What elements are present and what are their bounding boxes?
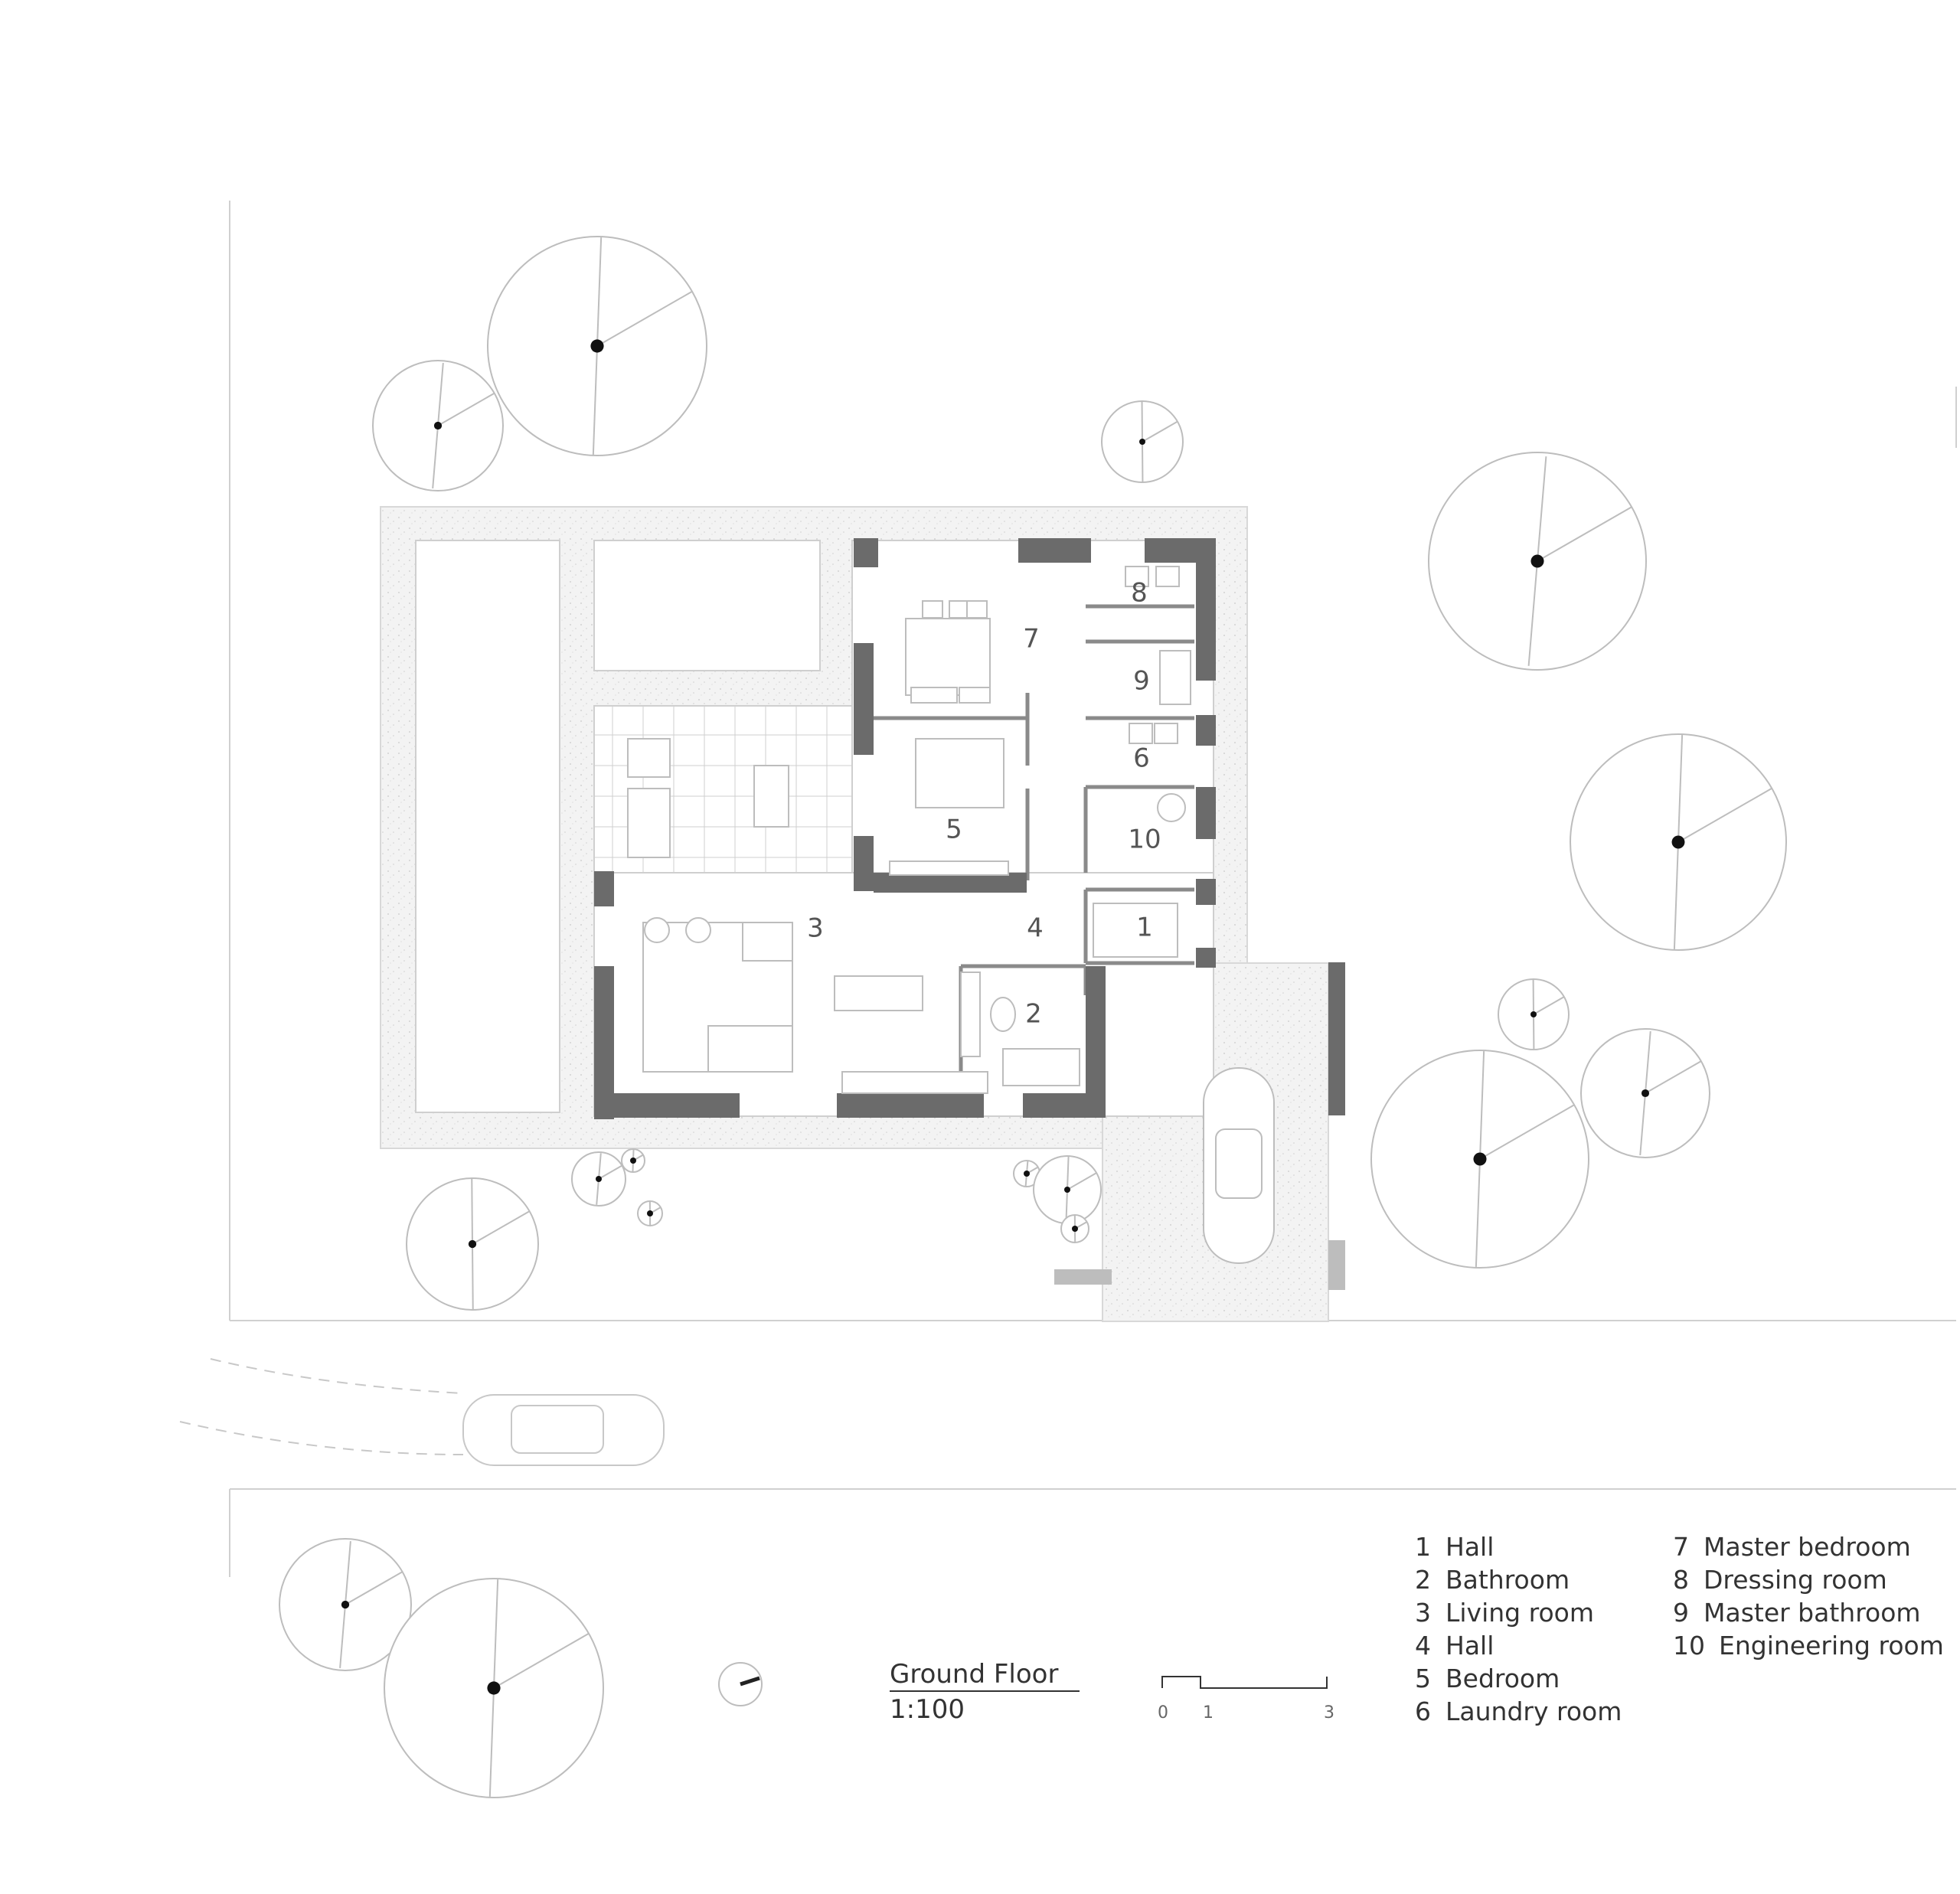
furniture <box>627 566 1191 1094</box>
legend-label-5: Bedroom <box>1446 1664 1560 1693</box>
garden-beds <box>415 540 821 1113</box>
tree-icon <box>1570 733 1787 951</box>
car-driveway <box>1203 1067 1275 1264</box>
legend-number-1: 1 <box>1415 1532 1431 1562</box>
legend-label-7: Master bedroom <box>1704 1532 1911 1562</box>
tree-icon <box>1033 1155 1102 1224</box>
room-number-6: 6 <box>1133 743 1150 774</box>
legend-number-5: 5 <box>1415 1664 1431 1693</box>
room-number-8: 8 <box>1131 578 1148 609</box>
tree-icon <box>406 1177 539 1311</box>
legend-number-9: 9 <box>1673 1598 1689 1628</box>
site-boundary <box>229 201 1957 1577</box>
scale-label-1: 1 <box>1203 1703 1214 1723</box>
tree-icon <box>1370 1050 1589 1269</box>
legend-label-9: Master bathroom <box>1704 1598 1921 1628</box>
room-number-5: 5 <box>946 815 962 845</box>
legend-number-3: 3 <box>1415 1598 1431 1628</box>
scale-bar: 0 1 3 <box>1158 1676 1334 1723</box>
north-arrow-icon <box>718 1662 763 1706</box>
room-number-1: 1 <box>1136 913 1153 943</box>
room-number-labels: 1 2 3 4 5 6 7 8 9 10 <box>807 578 1161 1030</box>
legend-number-7: 7 <box>1673 1532 1689 1562</box>
legend-number-10: 10 <box>1673 1631 1705 1661</box>
room-number-2: 2 <box>1025 999 1042 1030</box>
drawing-scale: 1:100 <box>890 1694 965 1725</box>
tree-icon <box>372 360 504 491</box>
legend-label-3: Living room <box>1446 1598 1594 1628</box>
room-number-3: 3 <box>807 913 824 944</box>
driveway-path <box>179 1358 464 1455</box>
exterior-walls <box>594 538 1345 1290</box>
scale-label-3: 3 <box>1324 1703 1334 1723</box>
legend-label-1: Hall <box>1446 1532 1494 1562</box>
legend-label-4: Hall <box>1446 1631 1494 1661</box>
tree-icon <box>487 236 707 456</box>
tree-icon <box>1498 978 1570 1050</box>
tree-icon <box>1428 452 1647 671</box>
drawing-title: Ground Floor 1:100 <box>890 1659 1080 1725</box>
tree-icon <box>1580 1028 1710 1158</box>
tree-icon <box>279 1538 412 1671</box>
tree-icon <box>384 1578 604 1798</box>
legend-number-8: 8 <box>1673 1565 1689 1595</box>
legend-number-4: 4 <box>1415 1631 1431 1661</box>
legend-number-2: 2 <box>1415 1565 1431 1595</box>
legend-label-6: Laundry room <box>1446 1696 1622 1726</box>
trees <box>279 236 1787 1798</box>
tree-icon <box>621 1148 645 1173</box>
legend-label-2: Bathroom <box>1446 1565 1570 1595</box>
legend-label-10: Engineering room <box>1719 1631 1944 1661</box>
tree-icon <box>1101 400 1184 483</box>
tree-icon <box>571 1151 626 1207</box>
car-street <box>462 1394 665 1466</box>
legend-label-8: Dressing room <box>1704 1565 1887 1595</box>
room-number-9: 9 <box>1133 666 1150 697</box>
scale-label-0: 0 <box>1158 1703 1168 1723</box>
room-number-10: 10 <box>1128 825 1161 855</box>
drawing-title-name: Ground Floor <box>890 1659 1058 1690</box>
legend-number-6: 6 <box>1415 1696 1431 1726</box>
tree-icon <box>1060 1214 1089 1243</box>
room-number-7: 7 <box>1023 624 1040 655</box>
tree-icon <box>637 1200 663 1226</box>
room-number-4: 4 <box>1027 913 1044 944</box>
